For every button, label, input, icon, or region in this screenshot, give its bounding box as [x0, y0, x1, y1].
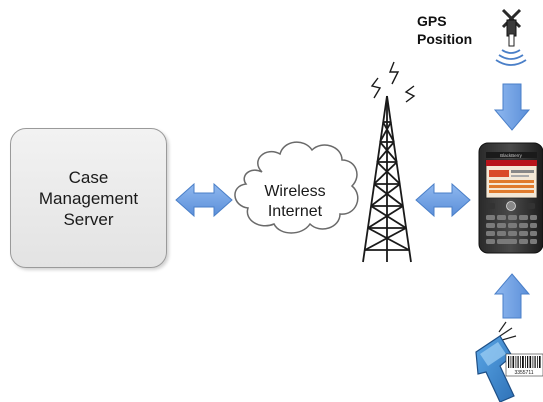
case-management-server-box: Case Management Server [10, 128, 167, 268]
double-arrow-tower-phone [415, 182, 471, 218]
arrow-gps-to-phone [493, 83, 531, 131]
server-label-line-1: Case [68, 167, 109, 187]
double-arrow-server-cloud [175, 182, 233, 218]
gps-satellite-icon [495, 8, 527, 66]
server-label: Case Management Server [19, 167, 159, 230]
gps-label-line-2: Position [417, 31, 473, 47]
cloud-label-line-1: Wireless [264, 183, 326, 200]
phone-brand-label: BlackBerry [500, 153, 523, 158]
cloud-label-line-2: Internet [267, 203, 323, 220]
gps-position-label: GPS Position [417, 12, 497, 48]
arrow-scanner-to-phone [493, 273, 531, 319]
gps-label-line-1: GPS [417, 13, 447, 29]
radio-tower-icon [362, 61, 416, 263]
smartphone-icon: BlackBerry [478, 142, 543, 254]
barcode-digits: 3355711 [514, 370, 533, 376]
cloud-label: Wireless Internet [240, 182, 350, 222]
cloud-shape [234, 141, 359, 234]
barcode-scanner-icon: 3355711 [475, 321, 543, 402]
server-label-line-3: Server [63, 209, 114, 229]
server-label-line-2: Management [38, 188, 139, 208]
